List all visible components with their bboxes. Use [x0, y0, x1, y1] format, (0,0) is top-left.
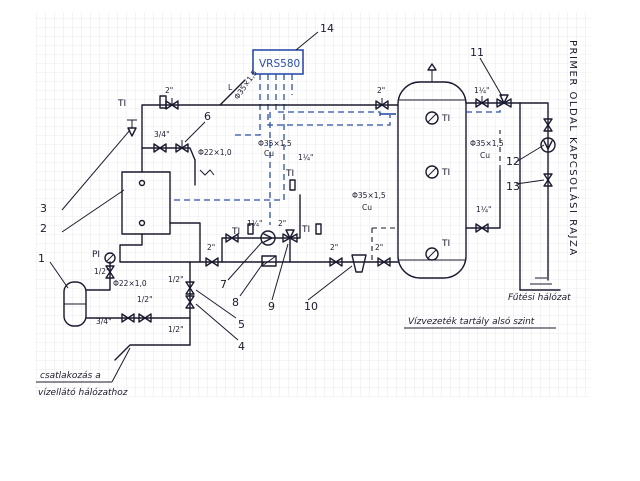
- mains-feed-pipe: [114, 344, 191, 361]
- vertical-valve-4: [185, 295, 195, 309]
- svg-text:Φ22×1,0: Φ22×1,0: [113, 279, 147, 288]
- safety-valve: [175, 140, 189, 153]
- svg-text:3/4": 3/4": [154, 130, 170, 139]
- svg-text:Φ35×1,5: Φ35×1,5: [470, 139, 504, 148]
- svg-text:2": 2": [278, 219, 286, 228]
- gate-valve-34: [153, 143, 167, 153]
- three-way-valve-11: [496, 94, 512, 108]
- vertical-valve-5: [185, 281, 195, 295]
- svg-text:Cu: Cu: [264, 149, 274, 158]
- tank-outlet-pipe: [465, 102, 549, 281]
- expansion-vessel: [63, 281, 87, 327]
- svg-text:Φ22×1,0: Φ22×1,0: [198, 148, 232, 157]
- svg-text:Φ35×1,5: Φ35×1,5: [352, 191, 386, 200]
- callout-10: 10: [304, 300, 318, 313]
- graph-paper-grid: [35, 12, 590, 397]
- tank-thermometer-mid: TI: [425, 165, 450, 179]
- heat-exchanger-vessel: [121, 171, 171, 235]
- svg-text:TI: TI: [231, 227, 240, 237]
- vertical-valve-13: [543, 173, 553, 187]
- svg-text:1/2": 1/2": [94, 267, 110, 276]
- storage-tank: [397, 63, 467, 279]
- controller-label: VRS580: [259, 58, 300, 70]
- check-valve-8: [261, 255, 277, 267]
- control-wiring: [170, 74, 501, 225]
- tank-right-pipe: [465, 130, 501, 229]
- callout-9: 9: [268, 300, 275, 313]
- svg-text:TI: TI: [441, 168, 450, 178]
- svg-text:1/2": 1/2": [168, 275, 184, 284]
- supply-pipe-top: [141, 79, 399, 173]
- svg-text:1/2": 1/2": [168, 325, 184, 334]
- gate-valve-mid-b: [225, 233, 239, 243]
- callout-6: 6: [204, 110, 211, 123]
- svg-text:TI: TI: [441, 239, 450, 249]
- svg-text:1¼": 1¼": [476, 205, 492, 214]
- gate-valve-feed: [121, 313, 135, 323]
- svg-text:Cu: Cu: [480, 151, 490, 160]
- heating-note: Fűtési hálózat: [508, 292, 571, 303]
- callout-12: 12: [506, 155, 520, 168]
- svg-text:1¼": 1¼": [247, 219, 263, 228]
- circulation-pump-12: [540, 137, 556, 153]
- callout-14: 14: [320, 22, 334, 35]
- gate-valve-right-tank: [475, 223, 489, 233]
- safety-relief-valve-3: [127, 119, 137, 137]
- svg-text:TI: TI: [117, 99, 126, 109]
- feed-note-line1: csatlakozás a: [40, 371, 101, 381]
- tank-thermometer-bottom: TI: [425, 239, 450, 261]
- svg-text:2": 2": [165, 86, 173, 95]
- svg-text:PI: PI: [92, 250, 100, 260]
- gate-valve-mid-a: [205, 257, 219, 267]
- thermometer-ti-left: TI: [117, 95, 167, 109]
- feed-note-line2: vízellátó hálózathoz: [38, 387, 128, 398]
- callout-2: 2: [40, 222, 47, 235]
- branch-pipe-6: [141, 147, 215, 186]
- circulation-pump-7: [260, 230, 276, 246]
- gate-valve-feed-b: [138, 313, 152, 323]
- svg-text:1/2": 1/2": [137, 295, 153, 304]
- dashed-return-pipe: [371, 227, 398, 262]
- svg-text:2": 2": [375, 243, 383, 252]
- callout-8: 8: [232, 296, 239, 309]
- callout-11: 11: [470, 46, 484, 59]
- callout-3: 3: [40, 202, 47, 215]
- pressure-gauge: PI: [92, 250, 116, 264]
- svg-text:3/4": 3/4": [96, 317, 112, 326]
- svg-text:TI: TI: [441, 114, 450, 124]
- svg-text:1¼": 1¼": [474, 86, 490, 95]
- gate-valve-mid-d: [377, 257, 391, 267]
- callout-1: 1: [38, 252, 45, 265]
- callout-leaders: [49, 31, 545, 341]
- svg-text:2": 2": [207, 243, 215, 252]
- callout-4: 4: [238, 340, 245, 353]
- vertical-valve-12: [543, 118, 553, 132]
- gate-valve-tank-out: [475, 96, 489, 108]
- three-way-valve-9: [282, 229, 298, 243]
- heating-loop: [519, 102, 561, 291]
- svg-text:2": 2": [377, 86, 385, 95]
- thermometer-ti-mid: TI: [231, 223, 254, 237]
- vertical-title: PRIMER OLDAL KAPCSOLÁSI RAJZA: [567, 40, 580, 257]
- callout-7: 7: [220, 278, 227, 291]
- callout-5: 5: [238, 318, 245, 331]
- svg-text:Φ35×1,5: Φ35×1,5: [258, 139, 292, 148]
- svg-text:1¼": 1¼": [298, 153, 314, 162]
- thermometer-ti-mid2: TI: [285, 169, 296, 191]
- svg-text:Cu: Cu: [362, 203, 372, 212]
- svg-text:2": 2": [330, 243, 338, 252]
- storage-note: Vízvezeték tartály alsó szint: [408, 316, 535, 327]
- controller-box: VRS580: [252, 49, 304, 75]
- dirt-separator-10: [351, 254, 367, 273]
- tank-thermometer-top: TI: [425, 111, 450, 125]
- svg-text:L: L: [228, 83, 233, 92]
- vertical-valve-mid: [105, 265, 115, 279]
- svg-text:TI: TI: [285, 169, 294, 179]
- gate-valve-top-right: [375, 98, 389, 110]
- callout-13: 13: [506, 180, 520, 193]
- thermometer-ti-mid3: TI: [301, 223, 322, 235]
- svg-text:TI: TI: [301, 225, 310, 235]
- gate-valve-mid-c: [329, 257, 343, 267]
